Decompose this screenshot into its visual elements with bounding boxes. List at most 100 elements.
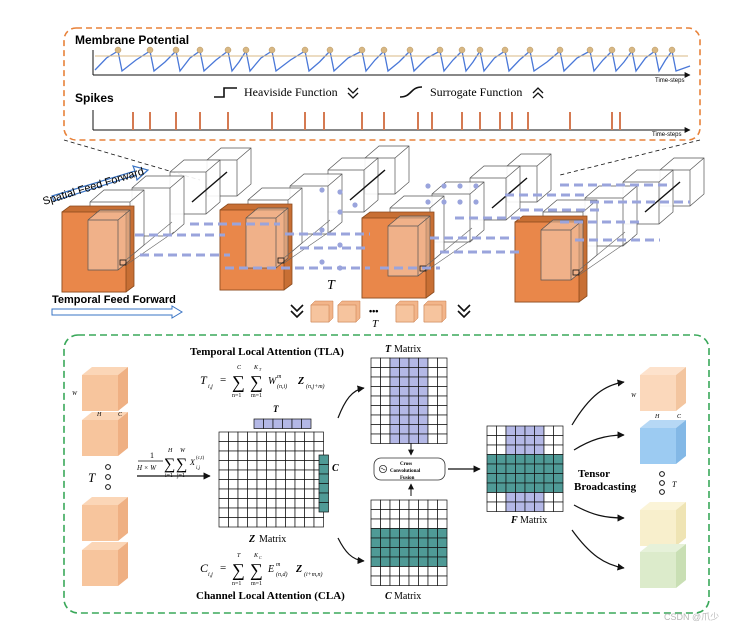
c-cell [437,518,448,529]
spike-point [668,46,676,54]
z-cell [247,460,258,471]
output-cube-3-top [640,502,686,510]
z-cell [275,488,286,499]
f-cell [524,492,535,503]
f-cell [543,435,554,446]
c-cell [370,509,381,520]
z-cell [266,431,277,442]
spike-point [476,46,484,54]
f-cell [496,492,507,503]
f-cell [496,444,507,455]
projection-line [191,171,228,203]
z-cell [304,498,315,509]
z-cell [275,469,286,480]
continuation-dot [457,199,463,205]
continuation-dot [319,227,325,233]
fusion-line-2: Convolutional [390,469,421,474]
kernel-square [119,259,127,266]
f-cell [505,492,516,503]
input-cube-top [82,412,128,420]
continuation-dot [457,183,463,189]
spike-point [436,46,444,54]
z-cell [218,507,229,518]
z-cell [218,441,229,452]
f-cell [534,454,545,465]
f-cell [486,501,497,512]
z-cell [256,507,267,518]
c-cell [437,528,448,539]
z-cell [266,450,277,461]
f-cell [543,454,554,465]
z-cell [285,507,296,518]
receptive-line [425,237,475,272]
c-cell [408,556,419,567]
tensor-broadcasting-line-1: Tensor [578,468,610,480]
t-cell [437,414,448,425]
output-feature-cubes [640,367,686,588]
f-cell [534,473,545,484]
z-cell [266,441,277,452]
t-cell [370,386,381,397]
top-panel-frame [63,27,701,141]
svg-text:T: T [237,553,241,559]
z-matrix-word: Matrix [259,534,286,545]
c-cell [427,518,438,529]
z-cell [304,441,315,452]
t-cell [437,376,448,387]
input-feature-cubes [82,367,128,586]
svg-text:1: 1 [150,451,154,460]
orange-inner-cube [387,215,431,277]
surrogate-label: Surrogate Function [430,85,522,99]
t-cell [370,395,381,406]
svg-text:∑: ∑ [232,560,245,580]
broadcast-arrow-2 [573,431,625,451]
c-cell [427,575,438,586]
c-bar-cell [318,492,329,503]
z-cell [247,469,258,480]
f-cell [553,425,564,436]
t-cell [437,357,448,368]
broadcast-arrow-4 [571,529,625,571]
f-cell [524,454,535,465]
continuation-dot [473,199,479,205]
t-cell [437,386,448,397]
t-cell [408,405,419,416]
t-cell [427,433,438,444]
cross-conv-fusion-box [373,457,446,481]
continuation-dot [337,242,343,248]
c-cell [408,566,419,577]
c-cell [389,566,400,577]
fusion-line-1: Cross [400,462,412,467]
c-cell [399,499,410,510]
t-bar-cell [301,418,312,429]
c-cell [427,566,438,577]
spike-point [556,46,564,54]
c-cell [380,537,391,548]
svg-text:H: H [167,448,173,454]
svg-text:=: = [220,562,226,574]
fusion-icon [378,464,387,473]
t-cell [370,357,381,368]
svg-text:∑: ∑ [250,560,263,580]
t-cell [418,414,429,425]
t-matrix-symbol: T [385,344,392,355]
c-cell [380,509,391,520]
layer-cube-edge [132,175,185,236]
f-cell [505,482,516,493]
svg-text:(c,t): (c,t) [196,456,205,461]
layer-cube-edge [470,165,521,220]
z-cell [313,441,324,452]
orange-inner-cube [540,219,584,281]
z-cell [247,498,258,509]
c-cell [380,499,391,510]
c-cell [399,566,410,577]
z-cell [285,450,296,461]
f-cell [524,425,535,436]
svg-text:Z: Z [295,564,302,575]
c-cell [389,518,400,529]
c-cell [437,566,448,577]
svg-text:(n,d): (n,d) [276,571,288,578]
c-cell [408,575,419,586]
t-matrix-word: Matrix [394,344,421,355]
receptive-line [125,221,173,261]
